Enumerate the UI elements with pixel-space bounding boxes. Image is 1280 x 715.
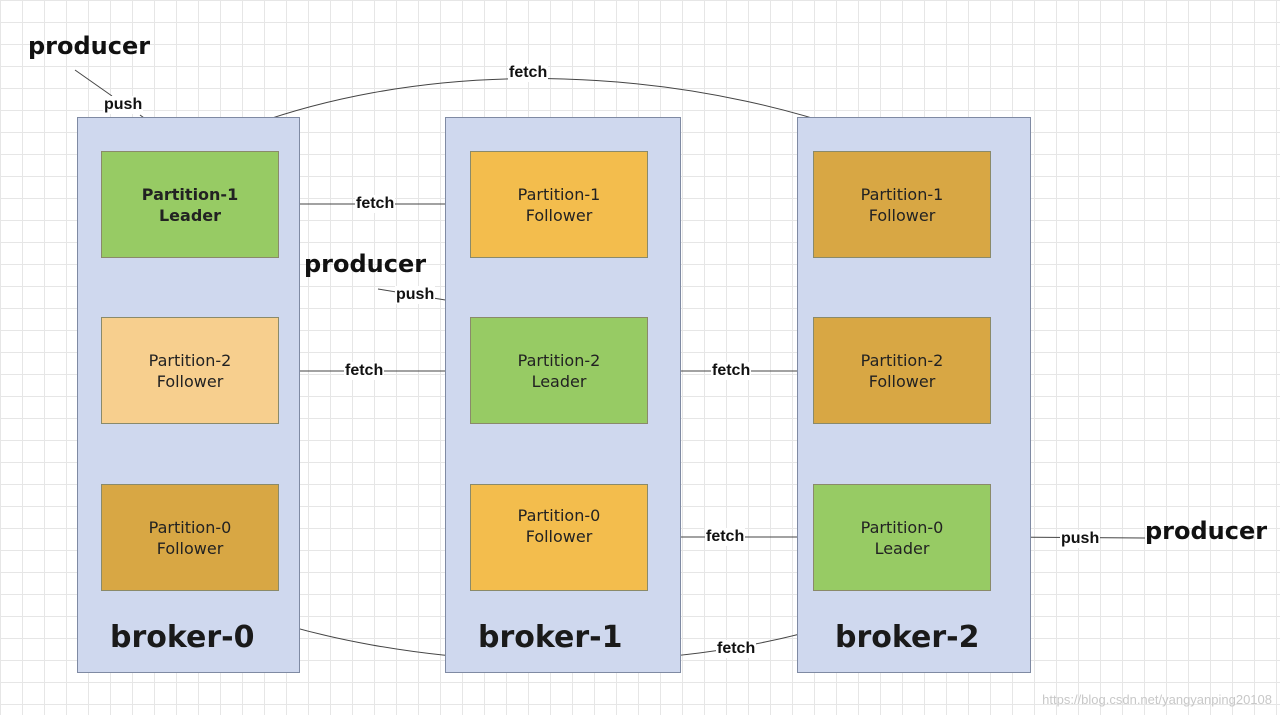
partition-1-leader: Partition-1 Leader	[101, 151, 279, 258]
broker-2-label: broker-2	[835, 620, 980, 655]
partition-name: Partition-0	[517, 506, 601, 525]
partition-2-leader: Partition-2 Leader	[470, 317, 648, 424]
partition-name: Partition-2	[148, 350, 232, 370]
partition-name: Partition-2	[517, 350, 601, 370]
partition-0-follower-b0: Partition-0 Follower	[101, 484, 279, 591]
partition-name: Partition-1	[517, 184, 601, 204]
partition-role: Follower	[156, 538, 224, 558]
producer-2: producer	[1145, 517, 1268, 545]
fetch-label-p2-right: fetch	[711, 362, 752, 380]
producer-1: producer	[304, 250, 427, 278]
partition-role: Leader	[874, 538, 930, 558]
partition-2-follower-b2: Partition-2 Follower	[813, 317, 991, 424]
partition-0-leader: Partition-0 Leader	[813, 484, 991, 591]
producer-0: producer	[28, 32, 151, 60]
fetch-label-p0: fetch	[705, 528, 746, 546]
partition-role: Leader	[531, 371, 587, 391]
push-label-0: push	[103, 96, 144, 114]
push-label-2: push	[1060, 530, 1101, 548]
partition-name: Partition-1	[141, 184, 239, 204]
partition-name: Partition-0	[860, 517, 944, 537]
partition-role: Leader	[158, 205, 222, 225]
fetch-label-p2-left: fetch	[344, 362, 385, 380]
partition-1-follower-b2: Partition-1 Follower	[813, 151, 991, 258]
push-label-1: push	[395, 286, 436, 304]
fetch-label-top: fetch	[508, 64, 549, 82]
partition-role: Follower	[525, 205, 593, 225]
partition-name: Partition-2	[860, 350, 944, 370]
partition-role: Follower	[525, 527, 593, 546]
fetch-label-p1: fetch	[355, 195, 396, 213]
partition-role: Follower	[156, 371, 224, 391]
partition-role: Follower	[868, 371, 936, 391]
broker-0-label: broker-0	[110, 620, 255, 655]
partition-0-follower-b1: Partition-0 Follower	[470, 484, 648, 591]
partition-1-follower-b1: Partition-1 Follower	[470, 151, 648, 258]
fetch-label-bottom: fetch	[716, 640, 757, 658]
partition-name: Partition-0	[148, 517, 232, 537]
partition-role: Follower	[868, 205, 936, 225]
partition-name: Partition-1	[860, 184, 944, 204]
partition-2-follower-b0: Partition-2 Follower	[101, 317, 279, 424]
broker-1-label: broker-1	[478, 620, 623, 655]
watermark: https://blog.csdn.net/yangyanping20108	[1042, 692, 1272, 707]
